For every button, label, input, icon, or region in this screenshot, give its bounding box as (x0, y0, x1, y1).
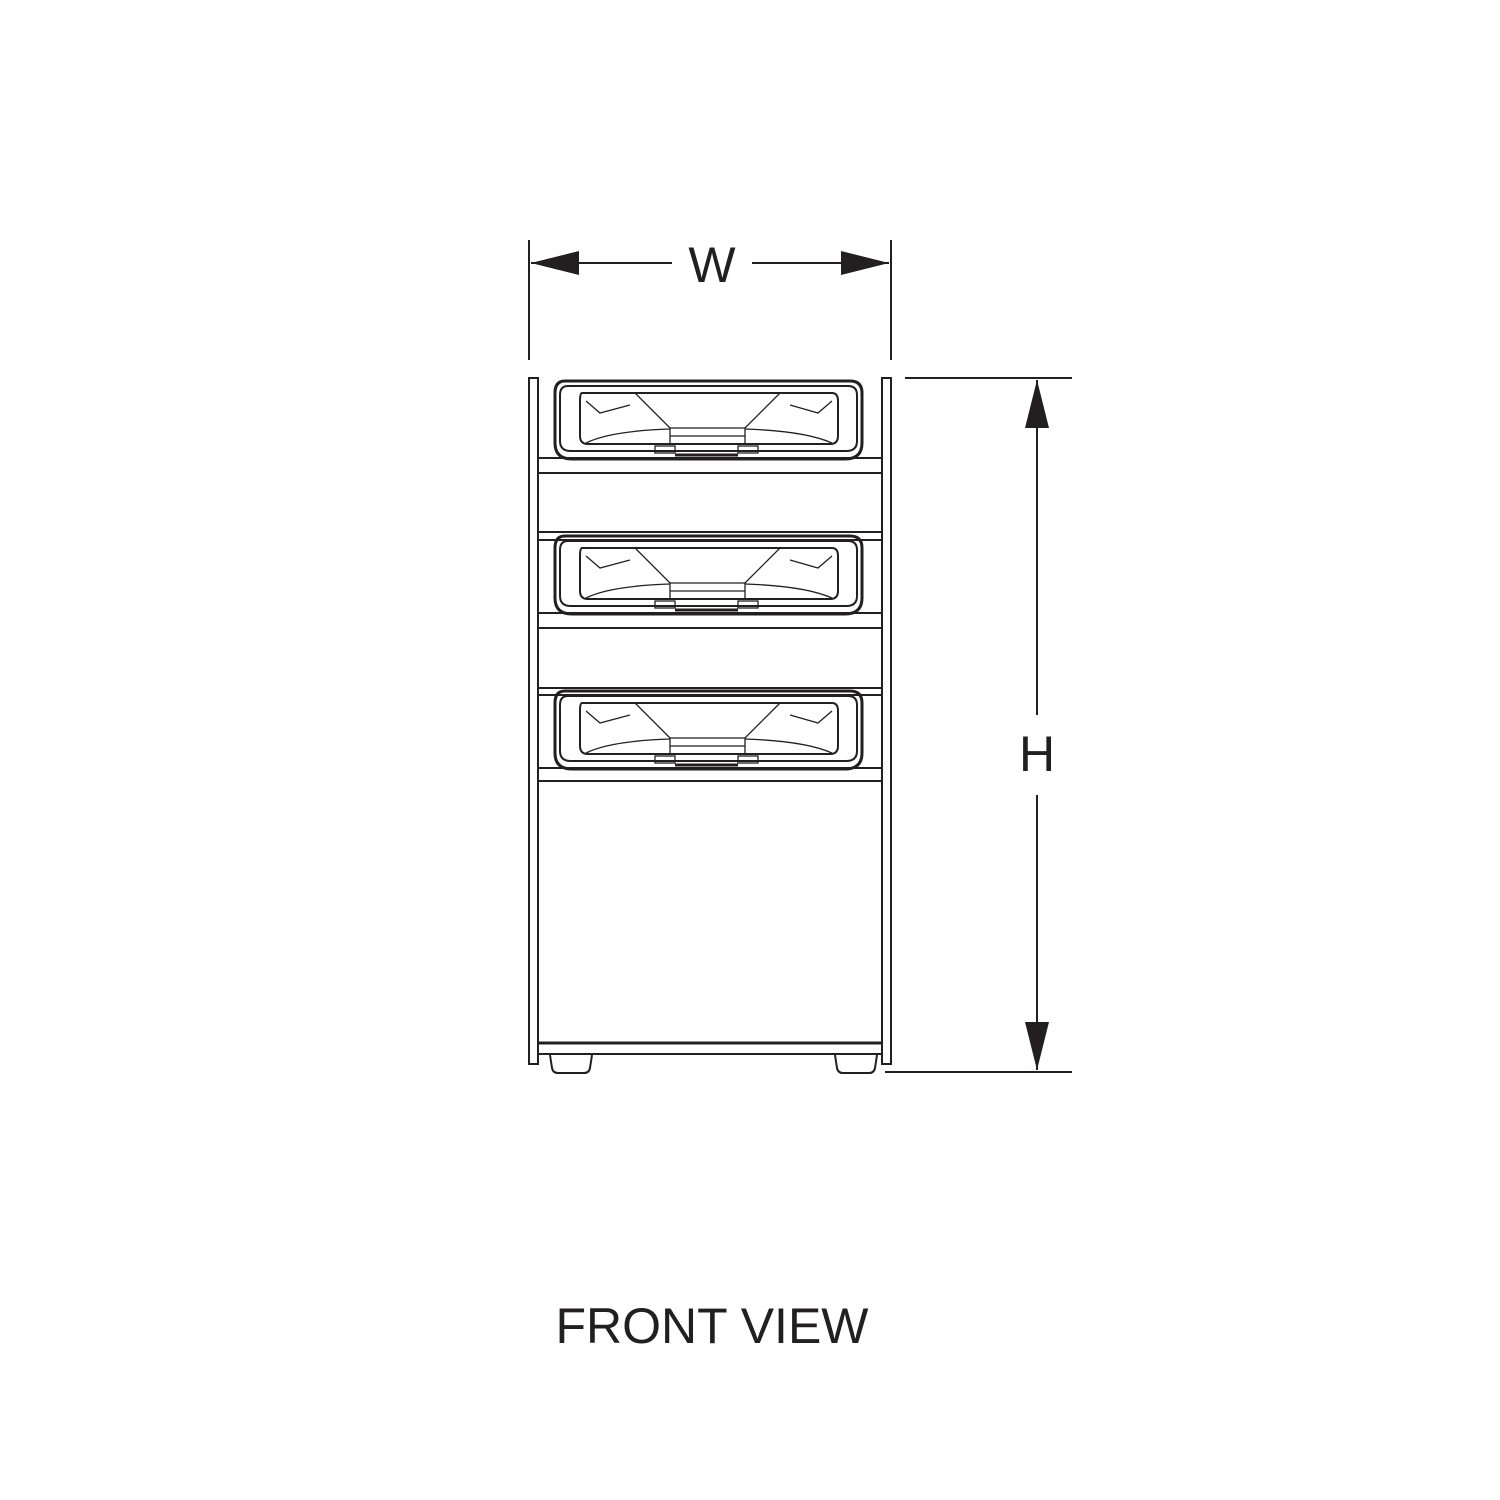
tray-bottom (553, 689, 864, 771)
height-label: H (1019, 726, 1055, 782)
tray-top (553, 379, 864, 461)
view-title: FRONT VIEW (556, 1298, 870, 1354)
right-side-panel (881, 377, 892, 1065)
cabinet (528, 377, 892, 1074)
width-label: W (688, 237, 736, 293)
left-foot (549, 1054, 593, 1074)
right-foot (834, 1054, 878, 1074)
height-dimension: H (885, 377, 1072, 1073)
width-dimension: W (528, 237, 892, 360)
tray-middle (553, 534, 864, 616)
left-side-panel (528, 377, 539, 1065)
